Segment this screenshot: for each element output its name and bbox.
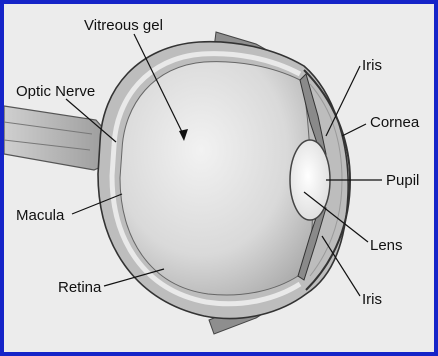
label-pupil: Pupil xyxy=(386,172,419,189)
label-iris-top: Iris xyxy=(362,57,382,74)
label-macula: Macula xyxy=(16,207,65,224)
optic-nerve-shape xyxy=(4,106,112,170)
leader-cornea xyxy=(342,124,366,136)
label-cornea: Cornea xyxy=(370,114,420,131)
label-vitreous-gel: Vitreous gel xyxy=(84,17,163,34)
label-optic-nerve: Optic Nerve xyxy=(16,83,95,100)
label-retina: Retina xyxy=(58,279,102,296)
leader-iris-top xyxy=(326,66,360,136)
label-iris-bottom: Iris xyxy=(362,291,382,308)
vitreous-body xyxy=(120,62,312,295)
label-lens: Lens xyxy=(370,237,403,254)
eye-diagram: Vitreous gel Optic Nerve Macula Retina I… xyxy=(4,4,438,356)
